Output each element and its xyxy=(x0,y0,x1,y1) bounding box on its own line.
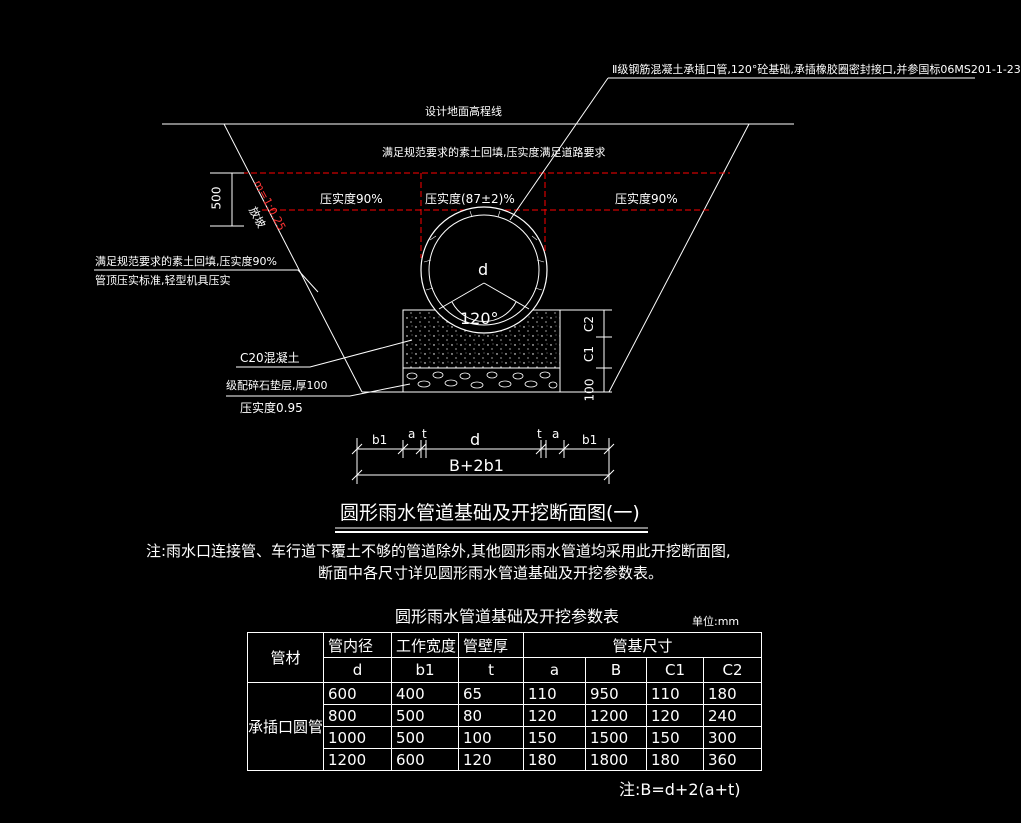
header-B: B xyxy=(585,657,648,683)
side-fill-label-1: 满足规范要求的素土回填,压实度90% xyxy=(95,255,277,268)
cell: 110 xyxy=(646,682,705,705)
cell: 120 xyxy=(458,748,525,771)
table-header-row: 管材 管内径 工作宽度 管壁厚 管基尺寸 xyxy=(246,632,763,683)
cell: 65 xyxy=(458,682,525,705)
table-row: 800 500 80 120 1200 120 240 xyxy=(248,704,763,727)
angle-label: 120° xyxy=(460,309,499,328)
parameter-table: 管材 管内径 工作宽度 管壁厚 管基尺寸 d b1 t a B C1 C2 承插… xyxy=(246,632,763,771)
gravel-bed xyxy=(402,367,561,393)
ground-line-label: 设计地面高程线 xyxy=(425,105,502,118)
cell: 80 xyxy=(458,704,525,727)
header-b1: b1 xyxy=(391,657,460,683)
cell: 360 xyxy=(703,748,763,771)
table-footnote: 注:B=d+2(a+t) xyxy=(619,780,741,799)
dim-t-right-label: t xyxy=(537,427,542,441)
pipe-diameter-label: d xyxy=(478,260,489,279)
cell: 150 xyxy=(646,726,705,749)
gravel-stones xyxy=(406,371,558,389)
side-fill-label-2: 管顶压实标准,轻型机具压实 xyxy=(95,274,231,287)
cell: 150 xyxy=(523,726,587,749)
cell: 300 xyxy=(703,726,763,749)
header-base: 管基尺寸 xyxy=(523,632,763,658)
header-c1: C1 xyxy=(646,657,705,683)
concrete-label: C20混凝土 xyxy=(240,351,300,365)
cell: 1200 xyxy=(585,704,648,727)
header-d: d xyxy=(323,657,393,683)
pipe-wall-hatch xyxy=(423,210,545,291)
table-unit: 单位:mm xyxy=(692,615,740,628)
dim-b1-right-label: b1 xyxy=(582,433,598,447)
backfill-top-label: 满足规范要求的素土回填,压实度满足道路要求 xyxy=(382,146,606,159)
dim-c2-label: C2 xyxy=(582,315,597,333)
leader-lines xyxy=(94,77,975,397)
cell: 950 xyxy=(585,682,648,705)
cell: 1500 xyxy=(585,726,648,749)
header-t: t xyxy=(458,657,525,683)
table-row: 1200 600 120 180 1800 180 360 xyxy=(248,748,763,771)
header-inner-diameter: 管内径 xyxy=(323,632,393,658)
section-drawing xyxy=(94,77,975,533)
dim-100-label: 100 xyxy=(582,378,597,402)
cell: 1800 xyxy=(585,748,648,771)
dim-500-label: 500 xyxy=(209,186,224,210)
material-cell: 承插口圆管 xyxy=(246,682,325,771)
trench-left-slope xyxy=(223,123,363,393)
top-callout-label: Ⅱ级钢筋混凝土承插口管,120°砼基础,承插橡胶圈密封接口,并参国标06MS20… xyxy=(612,63,1021,76)
header-material: 管材 xyxy=(246,632,325,683)
header-c2: C2 xyxy=(703,657,763,683)
cell: 400 xyxy=(391,682,460,705)
cell: 240 xyxy=(703,704,763,727)
gravel-label: 级配碎石垫层,厚100 xyxy=(226,379,328,392)
dim-a-left-label: a xyxy=(408,427,416,441)
angle-120 xyxy=(438,282,530,323)
table-subheader-row: d b1 t a B C1 C2 xyxy=(248,657,763,683)
header-work-width: 工作宽度 xyxy=(391,632,460,658)
table-row: 1000 500 100 150 1500 150 300 xyxy=(248,726,763,749)
note-line-1: 注:雨水口连接管、车行道下覆土不够的管道除外,其他圆形雨水管道均采用此开挖断面图… xyxy=(146,542,731,560)
table-title: 圆形雨水管道基础及开挖参数表 xyxy=(395,607,620,626)
pipe-inner xyxy=(428,214,540,326)
cell: 180 xyxy=(523,748,587,771)
cell: 1200 xyxy=(323,748,393,771)
table-row: 承插口圆管 600 400 65 110 950 110 180 xyxy=(246,682,763,771)
dim-right xyxy=(560,309,612,393)
note-line-2: 断面中各尺寸详见圆形雨水管道基础及开挖参数表。 xyxy=(318,564,664,582)
dim-total-label: B+2b1 xyxy=(449,456,504,475)
cell: 500 xyxy=(391,726,460,749)
compact-right-label: 压实度90% xyxy=(615,192,678,206)
cell: 600 xyxy=(323,682,393,705)
cell: 800 xyxy=(323,704,393,727)
cell: 100 xyxy=(458,726,525,749)
cell: 110 xyxy=(523,682,587,705)
cell: 1000 xyxy=(323,726,393,749)
gravel-compact-label: 压实度0.95 xyxy=(240,401,303,415)
cell: 600 xyxy=(391,748,460,771)
cell: 180 xyxy=(646,748,705,771)
compact-center-label: 压实度(87±2)% xyxy=(425,192,515,206)
dim-c1-label: C1 xyxy=(582,345,597,363)
dim-b1-left-label: b1 xyxy=(372,433,388,447)
dim-500 xyxy=(210,172,244,227)
cell: 500 xyxy=(391,704,460,727)
section-title: 圆形雨水管道基础及开挖断面图(一) xyxy=(340,502,640,524)
header-wall: 管壁厚 xyxy=(458,632,525,658)
dim-bottom xyxy=(351,438,615,484)
header-a: a xyxy=(523,657,587,683)
trench-right-slope xyxy=(608,123,750,393)
cell: 120 xyxy=(523,704,587,727)
cell: 120 xyxy=(646,704,705,727)
dim-t-left-label: t xyxy=(422,427,427,441)
compact-left-label: 压实度90% xyxy=(320,192,383,206)
dim-d-label: d xyxy=(470,430,481,449)
dim-a-right-label: a xyxy=(552,427,560,441)
cell: 180 xyxy=(703,682,763,705)
